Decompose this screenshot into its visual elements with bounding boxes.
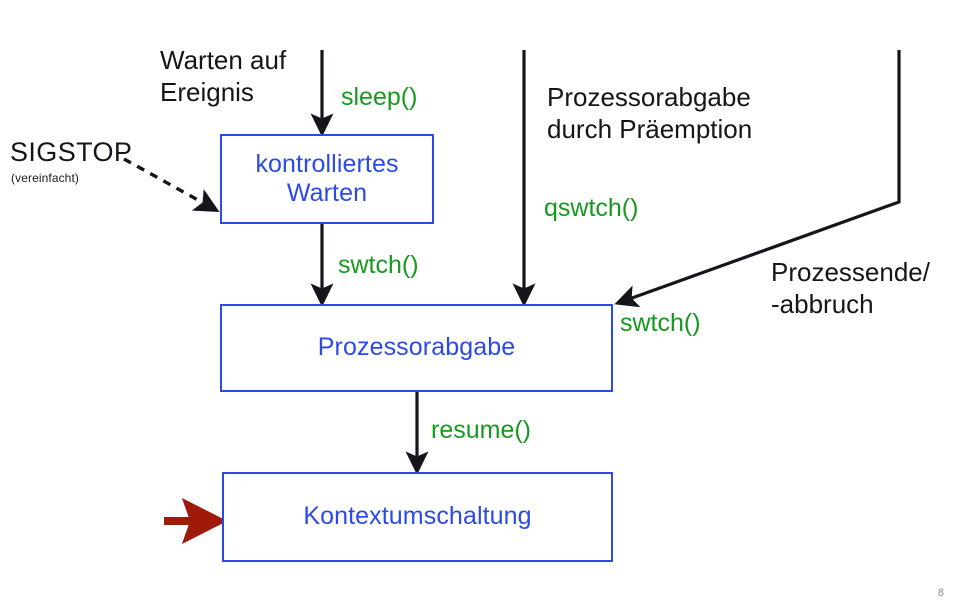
node-label: Prozessorabgabe	[317, 333, 516, 362]
node-kontrolliertes-warten[interactable]: kontrolliertes Warten	[220, 134, 434, 224]
annotation-sigstop: SIGSTOP	[10, 137, 133, 167]
node-kontextumschaltung[interactable]: Kontextumschaltung	[222, 472, 613, 562]
annotation-praemption: Prozessorabgabe durch Präemption	[547, 82, 753, 144]
node-label: Kontextumschaltung	[303, 502, 532, 531]
sigstop-edge	[123, 157, 220, 212]
annotation-warten-auf-ereignis: Warten auf Ereignis	[160, 45, 287, 107]
call-label-qswtch: qswtch()	[544, 194, 639, 222]
annotation-prozessende: Prozessende/ -abbruch	[771, 257, 930, 319]
call-label-sleep: sleep()	[341, 83, 418, 111]
annotation-sigstop-qualifier: (vereinfacht)	[11, 171, 79, 185]
node-label: kontrolliertes Warten	[255, 149, 399, 208]
page-number: 8	[937, 587, 944, 599]
call-label-resume: resume()	[431, 416, 532, 444]
node-prozessorabgabe[interactable]: Prozessorabgabe	[220, 304, 613, 392]
call-label-swtch-from-termination: swtch()	[620, 309, 701, 337]
call-label-swtch-from-waiting: swtch()	[338, 251, 419, 279]
